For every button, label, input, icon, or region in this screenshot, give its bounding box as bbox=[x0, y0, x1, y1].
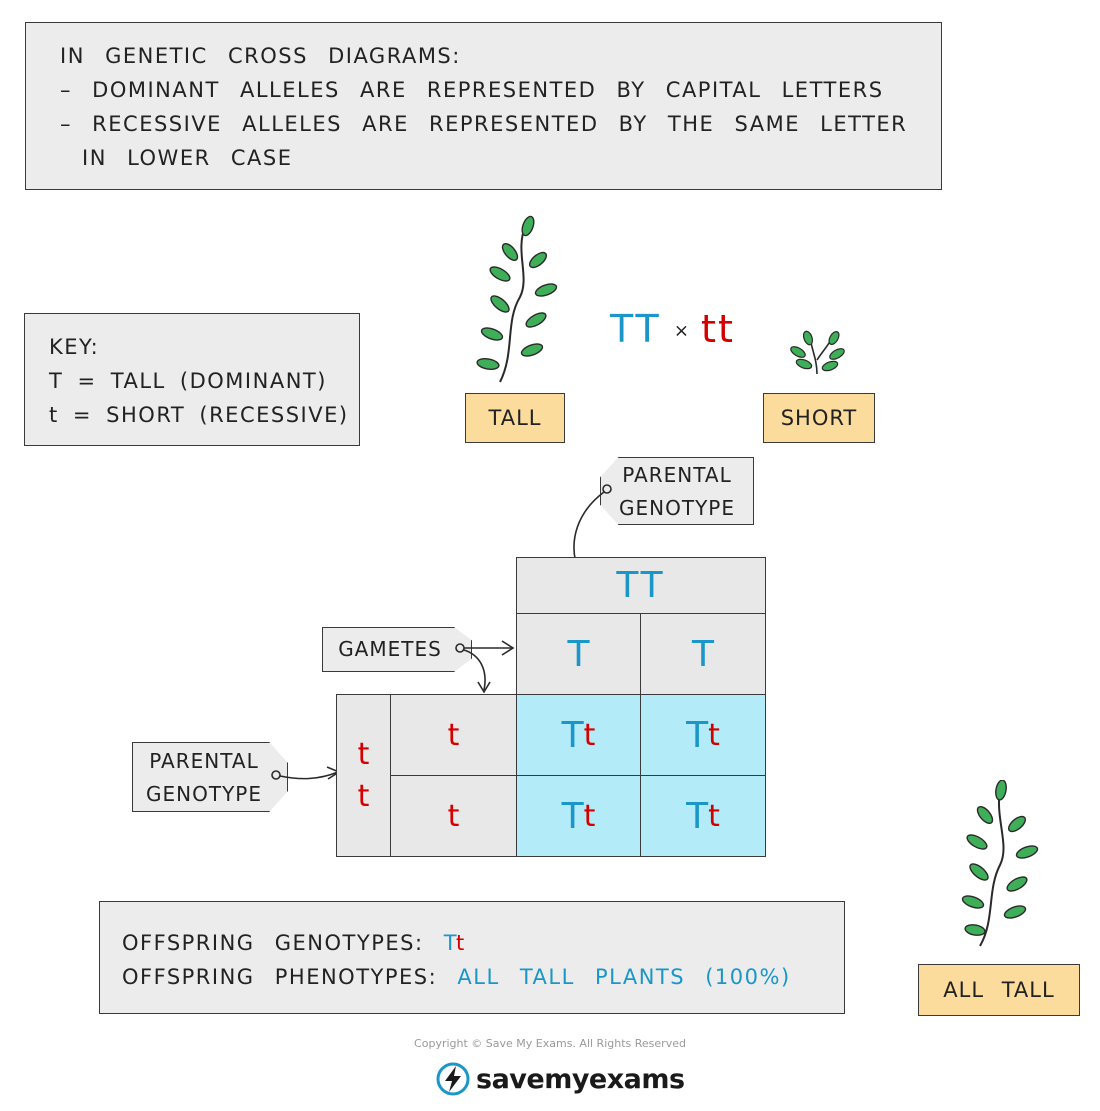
top-parent-genotype-cell: TT bbox=[516, 557, 766, 614]
offspring-tall-plant-icon bbox=[961, 780, 1039, 947]
tag-line: PARENTAL bbox=[149, 749, 259, 773]
parent1-genotype: TT bbox=[610, 307, 662, 351]
left-gamete-2: t bbox=[447, 798, 460, 834]
key-title: KEY: bbox=[49, 335, 100, 359]
offspring-recessive-allele: t bbox=[583, 798, 596, 834]
left-gamete-1: t bbox=[447, 717, 460, 753]
cross-expression: TT × tt bbox=[610, 306, 735, 355]
info-line-1: IN GENETIC CROSS DIAGRAMS: bbox=[60, 44, 461, 68]
tag-line: PARENTAL bbox=[622, 463, 732, 487]
key-line-1: T = TALL (DOMINANT) bbox=[49, 369, 327, 393]
key-line-2: t = SHORT (RECESSIVE) bbox=[49, 403, 349, 427]
tall-plant-icon bbox=[476, 215, 558, 383]
left-gamete-cell-2: t bbox=[390, 775, 517, 857]
offspring-dominant-allele: T bbox=[561, 795, 584, 837]
parental-genotype-top-tag: PARENTAL GENOTYPE bbox=[600, 457, 754, 525]
key-box: KEY: T = TALL (DOMINANT) t = SHORT (RECE… bbox=[24, 313, 360, 446]
copyright-text: Copyright © Save My Exams. All Rights Re… bbox=[414, 1037, 686, 1050]
info-line-4: IN LOWER CASE bbox=[82, 146, 293, 170]
top-gamete-cell-2: T bbox=[640, 613, 766, 695]
top-gamete-1: T bbox=[567, 633, 590, 675]
tag-line: GENOTYPE bbox=[619, 496, 735, 520]
parent2-genotype: tt bbox=[701, 307, 735, 351]
bolt-logo-icon bbox=[436, 1062, 470, 1096]
tall-label: TALL bbox=[465, 393, 565, 443]
short-plant-icon bbox=[790, 330, 845, 375]
offspring-recessive-allele: t bbox=[583, 717, 596, 753]
summary-box: OFFSPRING GENOTYPES: Tt OFFSPRING PHENOT… bbox=[99, 901, 845, 1014]
top-gamete-cell-1: T bbox=[516, 613, 641, 695]
offspring-dominant-allele: T bbox=[686, 795, 709, 837]
brand-logo: savemyexams bbox=[436, 1062, 685, 1096]
info-line-2: – DOMINANT ALLELES ARE REPRESENTED BY CA… bbox=[60, 78, 884, 102]
offspring-dominant-allele: T bbox=[686, 714, 709, 756]
phenotypes-value: ALL TALL PLANTS (100%) bbox=[457, 965, 791, 989]
tag-line: GENOTYPE bbox=[146, 782, 262, 806]
genotypes-line: OFFSPRING GENOTYPES: Tt bbox=[122, 926, 844, 960]
info-box: IN GENETIC CROSS DIAGRAMS: – DOMINANT AL… bbox=[25, 22, 942, 190]
genotypes-label: OFFSPRING GENOTYPES: bbox=[122, 931, 424, 955]
genotypes-recessive: t bbox=[456, 931, 466, 955]
genotypes-dominant: T bbox=[443, 931, 459, 955]
short-label: SHORT bbox=[763, 393, 875, 443]
result-label: ALL TALL bbox=[918, 964, 1080, 1016]
offspring-recessive-allele: t bbox=[708, 717, 720, 753]
left-parent-allele-1: t bbox=[357, 736, 370, 772]
top-gamete-2: T bbox=[692, 633, 714, 675]
left-parent-allele-2: t bbox=[357, 778, 370, 814]
phenotypes-label: OFFSPRING PHENOTYPES: bbox=[122, 965, 438, 989]
offspring-recessive-allele: t bbox=[708, 798, 720, 834]
top-parent-genotype: TT bbox=[616, 565, 666, 606]
left-parent-genotype-cell: t t bbox=[336, 694, 391, 857]
gametes-tag: GAMETES bbox=[322, 627, 472, 672]
times-sign: × bbox=[673, 320, 689, 342]
brand-name: savemyexams bbox=[476, 1063, 685, 1095]
phenotypes-line: OFFSPRING PHENOTYPES: ALL TALL PLANTS (1… bbox=[122, 960, 844, 994]
offspring-dominant-allele: T bbox=[561, 714, 584, 756]
left-gamete-cell-1: t bbox=[390, 694, 517, 776]
info-line-3: – RECESSIVE ALLELES ARE REPRESENTED BY T… bbox=[60, 112, 908, 136]
